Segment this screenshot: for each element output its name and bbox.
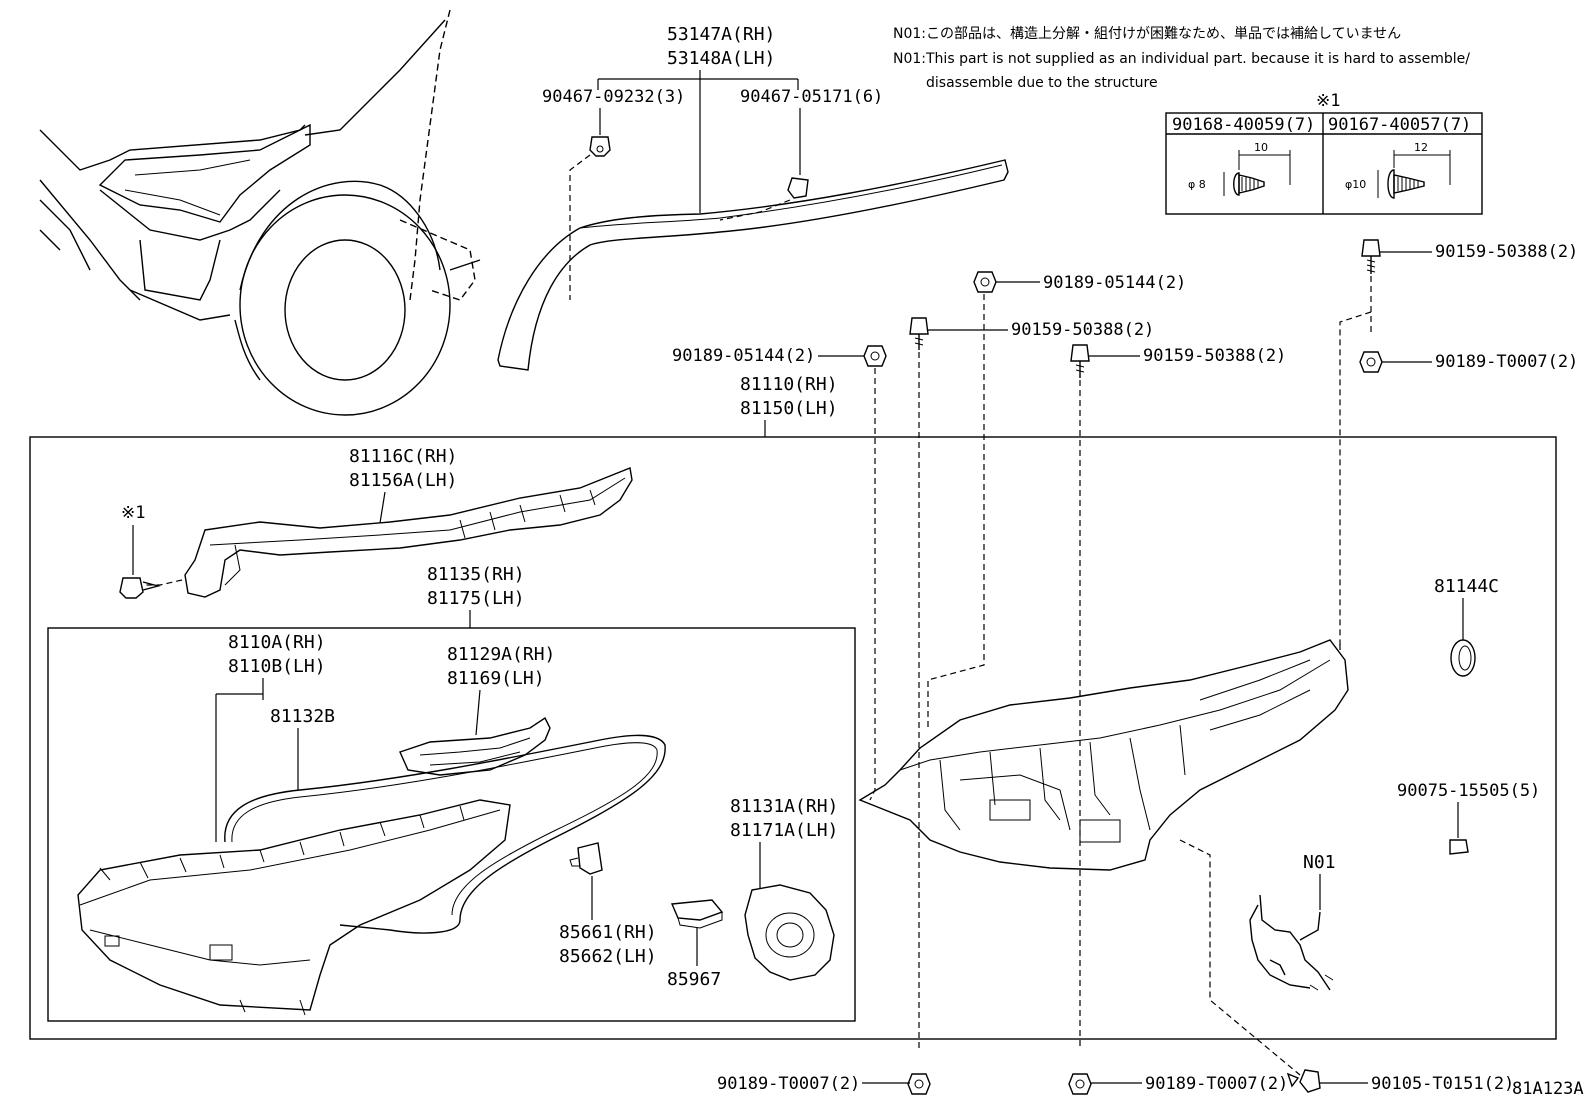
label-81129a: 81129A(RH) xyxy=(447,644,555,665)
vehicle-illustration xyxy=(39,9,481,416)
label-81132b: 81132B xyxy=(270,706,335,727)
headlamp-lens-8110a xyxy=(77,799,511,1016)
screw-table-col1: 90168-40059(7) xyxy=(1172,115,1315,135)
note-block: N01:この部品は、構造上分解・組付けが困難なため、単品では補給していません N… xyxy=(893,26,1470,91)
label-85661: 85661(RH) xyxy=(559,922,657,943)
projector-81131a: 81131A(RH) 81171A(LH) xyxy=(730,796,838,981)
bolt-90159-top-right-icon xyxy=(1361,239,1381,274)
diagram-id: 81A123A xyxy=(1512,1079,1584,1099)
nut-90189-05144-top-icon xyxy=(973,271,997,293)
label-81131a: 81131A(RH) xyxy=(730,796,838,817)
bolt-90159-mid2-icon xyxy=(1070,344,1090,378)
label-8110b: 8110B(LH) xyxy=(228,656,326,677)
screw-1-dia: φ 8 xyxy=(1188,178,1206,191)
harness-n01: N01 xyxy=(1249,852,1336,991)
bolt-90159-mid-icon xyxy=(909,317,929,350)
label-90159-50388-mid2: 90159-50388(2) xyxy=(1143,346,1286,366)
screw-1-icon xyxy=(1223,150,1291,196)
label-81175: 81175(LH) xyxy=(427,588,525,609)
assembly-frame-81110 xyxy=(29,436,1557,1040)
assembly-frame-81135 xyxy=(47,627,856,1022)
module-85967: 85967 xyxy=(667,899,724,990)
fender-garnish: 53147A(RH) 53148A(LH) 90467-09232(3) 904… xyxy=(497,24,1009,371)
bezel-81129a: 81129A(RH) 81169(LH) xyxy=(399,644,555,776)
fasteners-bottom: 90189-T0007(2) 90189-T0007(2) 90105-T015… xyxy=(717,1069,1514,1095)
screw-90105-icon xyxy=(1286,1069,1321,1093)
label-8110a: 8110A(RH) xyxy=(228,632,326,653)
nut-90189-t0007-bot-left-icon xyxy=(907,1073,931,1095)
label-81110: 81110(RH) xyxy=(740,374,838,395)
screw-table-col2: 90167-40057(7) xyxy=(1328,115,1471,135)
screw-table: ※1 90168-40059(7) 90167-40057(7) 10 φ 8 xyxy=(1165,91,1483,215)
label-90189-t0007-bot-left: 90189-T0007(2) xyxy=(717,1074,860,1094)
label-81156a: 81156A(LH) xyxy=(349,470,457,491)
screw-2-length: 12 xyxy=(1414,141,1428,154)
label-53148a: 53148A(LH) xyxy=(667,48,775,69)
clip-90467-05171-icon xyxy=(787,177,809,199)
label-85967: 85967 xyxy=(667,969,721,990)
label-90105: 90105-T0151(2) xyxy=(1371,1074,1514,1094)
module-85661: 85661(RH) 85662(LH) xyxy=(559,842,657,967)
note-en-2: disassemble due to the structure xyxy=(926,75,1158,91)
label-85662: 85662(LH) xyxy=(559,946,657,967)
label-53147a: 53147A(RH) xyxy=(667,24,775,45)
screw-2-icon xyxy=(1377,150,1451,199)
note-en-1: N01:This part is not supplied as an indi… xyxy=(893,51,1470,67)
label-81150: 81150(LH) xyxy=(740,398,838,419)
label-81116c: 81116C(RH) xyxy=(349,446,457,467)
screw-1-length: 10 xyxy=(1254,141,1268,154)
label-marker-left: ※1 xyxy=(121,503,145,523)
nut-90189-t0007-right-icon xyxy=(1359,351,1383,373)
cap-81144c: 81144C xyxy=(1434,576,1499,677)
label-81135: 81135(RH) xyxy=(427,564,525,585)
label-90159-50388-mid: 90159-50388(2) xyxy=(1011,320,1154,340)
label-90467-09232: 90467-09232(3) xyxy=(542,87,685,107)
bracket-81116c: 81116C(RH) 81156A(LH) ※1 xyxy=(119,446,633,599)
label-81171a: 81171A(LH) xyxy=(730,820,838,841)
screw-2-dia: φ10 xyxy=(1345,178,1366,191)
label-90189-t0007-right: 90189-T0007(2) xyxy=(1435,352,1578,372)
note-jp: N01:この部品は、構造上分解・組付けが困難なため、単品では補給していません xyxy=(893,26,1401,42)
clip-90467-09232-icon xyxy=(589,136,611,157)
label-90189-t0007-bot-mid: 90189-T0007(2) xyxy=(1145,1074,1288,1094)
label-81144c: 81144C xyxy=(1434,576,1499,597)
nut-90189-t0007-bot-mid-icon xyxy=(1068,1073,1092,1095)
label-90159-50388-top-right: 90159-50388(2) xyxy=(1435,242,1578,262)
label-n01: N01 xyxy=(1303,852,1336,873)
headlamp-assembly xyxy=(858,639,1349,871)
fasteners-top: 90189-05144(2) 90159-50388(2) 90189-T000… xyxy=(672,239,1578,1050)
label-81169: 81169(LH) xyxy=(447,668,545,689)
seal-81132b xyxy=(224,734,666,934)
label-90467-05171: 90467-05171(6) xyxy=(740,87,883,107)
screw-table-marker: ※1 xyxy=(1316,91,1340,111)
screw-marker-left-icon xyxy=(119,577,161,599)
label-90189-05144-top: 90189-05144(2) xyxy=(1043,273,1186,293)
nut-90189-05144-left-icon xyxy=(863,345,887,367)
label-90189-05144-left: 90189-05144(2) xyxy=(672,346,815,366)
label-90075: 90075-15505(5) xyxy=(1397,781,1540,801)
plug-90075: 90075-15505(5) xyxy=(1397,781,1540,855)
